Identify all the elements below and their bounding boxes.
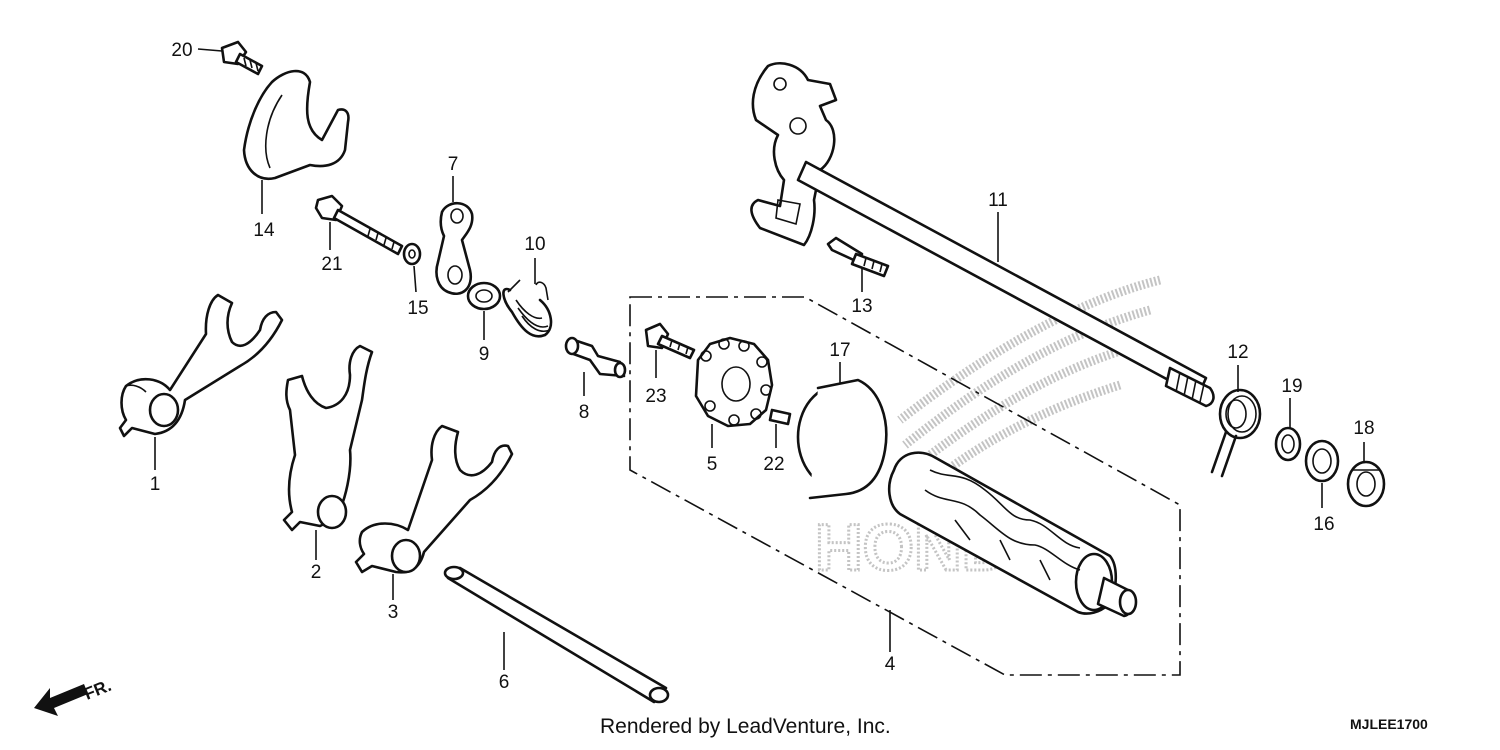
label-part-5: 5 [707,454,718,475]
front-label: FR. [81,676,114,704]
part-13-pin [826,236,890,278]
part-9-collar [466,281,502,311]
label-part-16: 16 [1313,514,1334,535]
part-6-fork-shaft [443,565,670,704]
label-part-11: 11 [988,190,1008,211]
label-part-8: 8 [579,402,590,423]
part-11-gearshift-spindle [750,62,1215,408]
part-22-pin [768,408,792,426]
label-part-14: 14 [253,220,275,241]
assembly-outline [629,296,1181,676]
label-part-13: 13 [851,296,872,317]
part-18-oil-seal [1346,460,1386,508]
part-16-washer [1304,439,1340,483]
label-part-2: 2 [311,562,322,583]
label-part-1: 1 [150,474,161,495]
front-arrow-icon: FR. [34,676,114,716]
label-part-21: 21 [321,254,342,275]
part-17-bearing [796,378,888,500]
part-3-shift-fork [354,424,514,574]
part-10-spring [502,279,553,338]
label-part-17: 17 [829,340,850,361]
part-19-circlip [1274,426,1302,462]
part-23-bolt [644,322,696,360]
part-8-pin [564,336,627,379]
part-12-return-spring [1210,388,1262,478]
label-part-19: 19 [1281,376,1302,397]
part-15-washer [402,242,422,266]
part-1-shift-fork [118,293,284,438]
label-part-20: 20 [171,40,192,61]
label-part-6: 6 [499,672,510,693]
part-7-stopper-arm [435,201,474,295]
part-5-drum-center [694,336,774,428]
label-part-9: 9 [479,344,490,365]
label-part-3: 3 [388,602,399,623]
label-part-4: 4 [885,654,896,675]
label-part-7: 7 [448,154,459,175]
label-part-15: 15 [407,298,428,319]
label-part-10: 10 [524,234,545,255]
label-part-22: 22 [763,454,784,475]
part-14-stay [242,69,350,181]
diagram-code: MJLEE1700 [1350,716,1428,732]
part-20-bolt [220,40,264,76]
part-4-shift-drum [887,451,1138,618]
part-21-bolt [314,194,404,256]
part-2-shift-fork [282,344,374,532]
label-part-12: 12 [1227,342,1248,363]
label-part-18: 18 [1353,418,1374,439]
label-part-23: 23 [645,386,666,407]
render-credit: Rendered by LeadVenture, Inc. [600,715,891,738]
